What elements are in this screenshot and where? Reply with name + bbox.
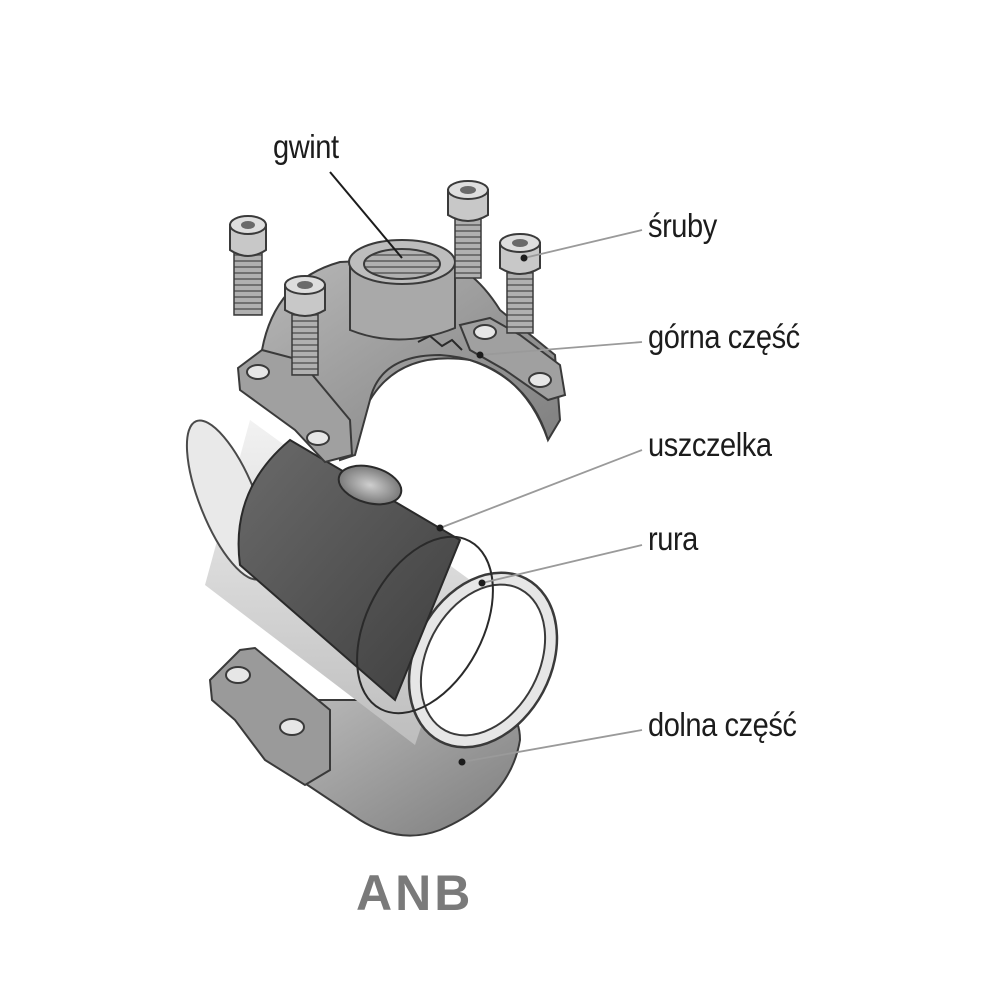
leader-lines <box>329 171 643 766</box>
gasket <box>237 438 494 715</box>
dot-rura <box>478 579 486 587</box>
label-sruby: śruby <box>648 207 717 244</box>
screw-2 <box>284 275 326 376</box>
screw-4 <box>499 233 541 334</box>
screws <box>229 180 541 376</box>
dot-sruby <box>520 254 528 262</box>
dot-uszczelka <box>436 524 444 532</box>
label-uszczelka: uszczelka <box>648 426 772 463</box>
upper-saddle-part <box>236 239 567 464</box>
label-gorna-czesc: górna część <box>648 318 800 355</box>
leader-gorna <box>479 341 643 356</box>
leader-uszczelka <box>439 449 643 529</box>
label-gwint: gwint <box>273 128 339 165</box>
product-title: ANB <box>356 865 474 921</box>
screw-1 <box>229 215 267 316</box>
leader-dolna <box>461 729 643 763</box>
leader-sruby <box>523 229 643 259</box>
dot-dolna <box>458 758 466 766</box>
dot-gorna <box>476 351 484 359</box>
label-dolna-czesc: dolna część <box>648 706 797 743</box>
leader-rura <box>481 544 643 584</box>
leader-gwint <box>329 171 403 259</box>
label-rura: rura <box>648 520 698 557</box>
screw-3 <box>447 180 489 279</box>
